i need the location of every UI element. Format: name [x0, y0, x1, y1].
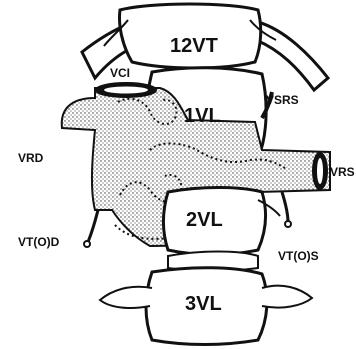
right-rib [256, 22, 328, 90]
vertebra-3vl-process-left [100, 287, 152, 308]
label-1vl: 1VL [184, 105, 221, 127]
vertebra-3vl-process-right [262, 286, 312, 308]
label-3vl: 3VL [185, 293, 222, 315]
label-vrs: VRS [330, 165, 355, 179]
vtod-vessel [88, 210, 98, 242]
label-vtod: VT(O)D [18, 235, 60, 249]
vtos-end [285, 221, 291, 227]
label-vci: VCI [110, 66, 130, 80]
vci-lumen [104, 87, 148, 94]
label-12vt: 12VT [170, 35, 218, 57]
label-2vl: 2VL [186, 209, 223, 231]
vrs-lumen [317, 158, 323, 184]
label-vrd: VRD [18, 151, 44, 165]
vtos-vessel [282, 192, 288, 222]
vtod-end [84, 241, 90, 247]
label-vtos: VT(O)S [278, 249, 319, 263]
label-vsrs: VSRS [266, 93, 299, 107]
